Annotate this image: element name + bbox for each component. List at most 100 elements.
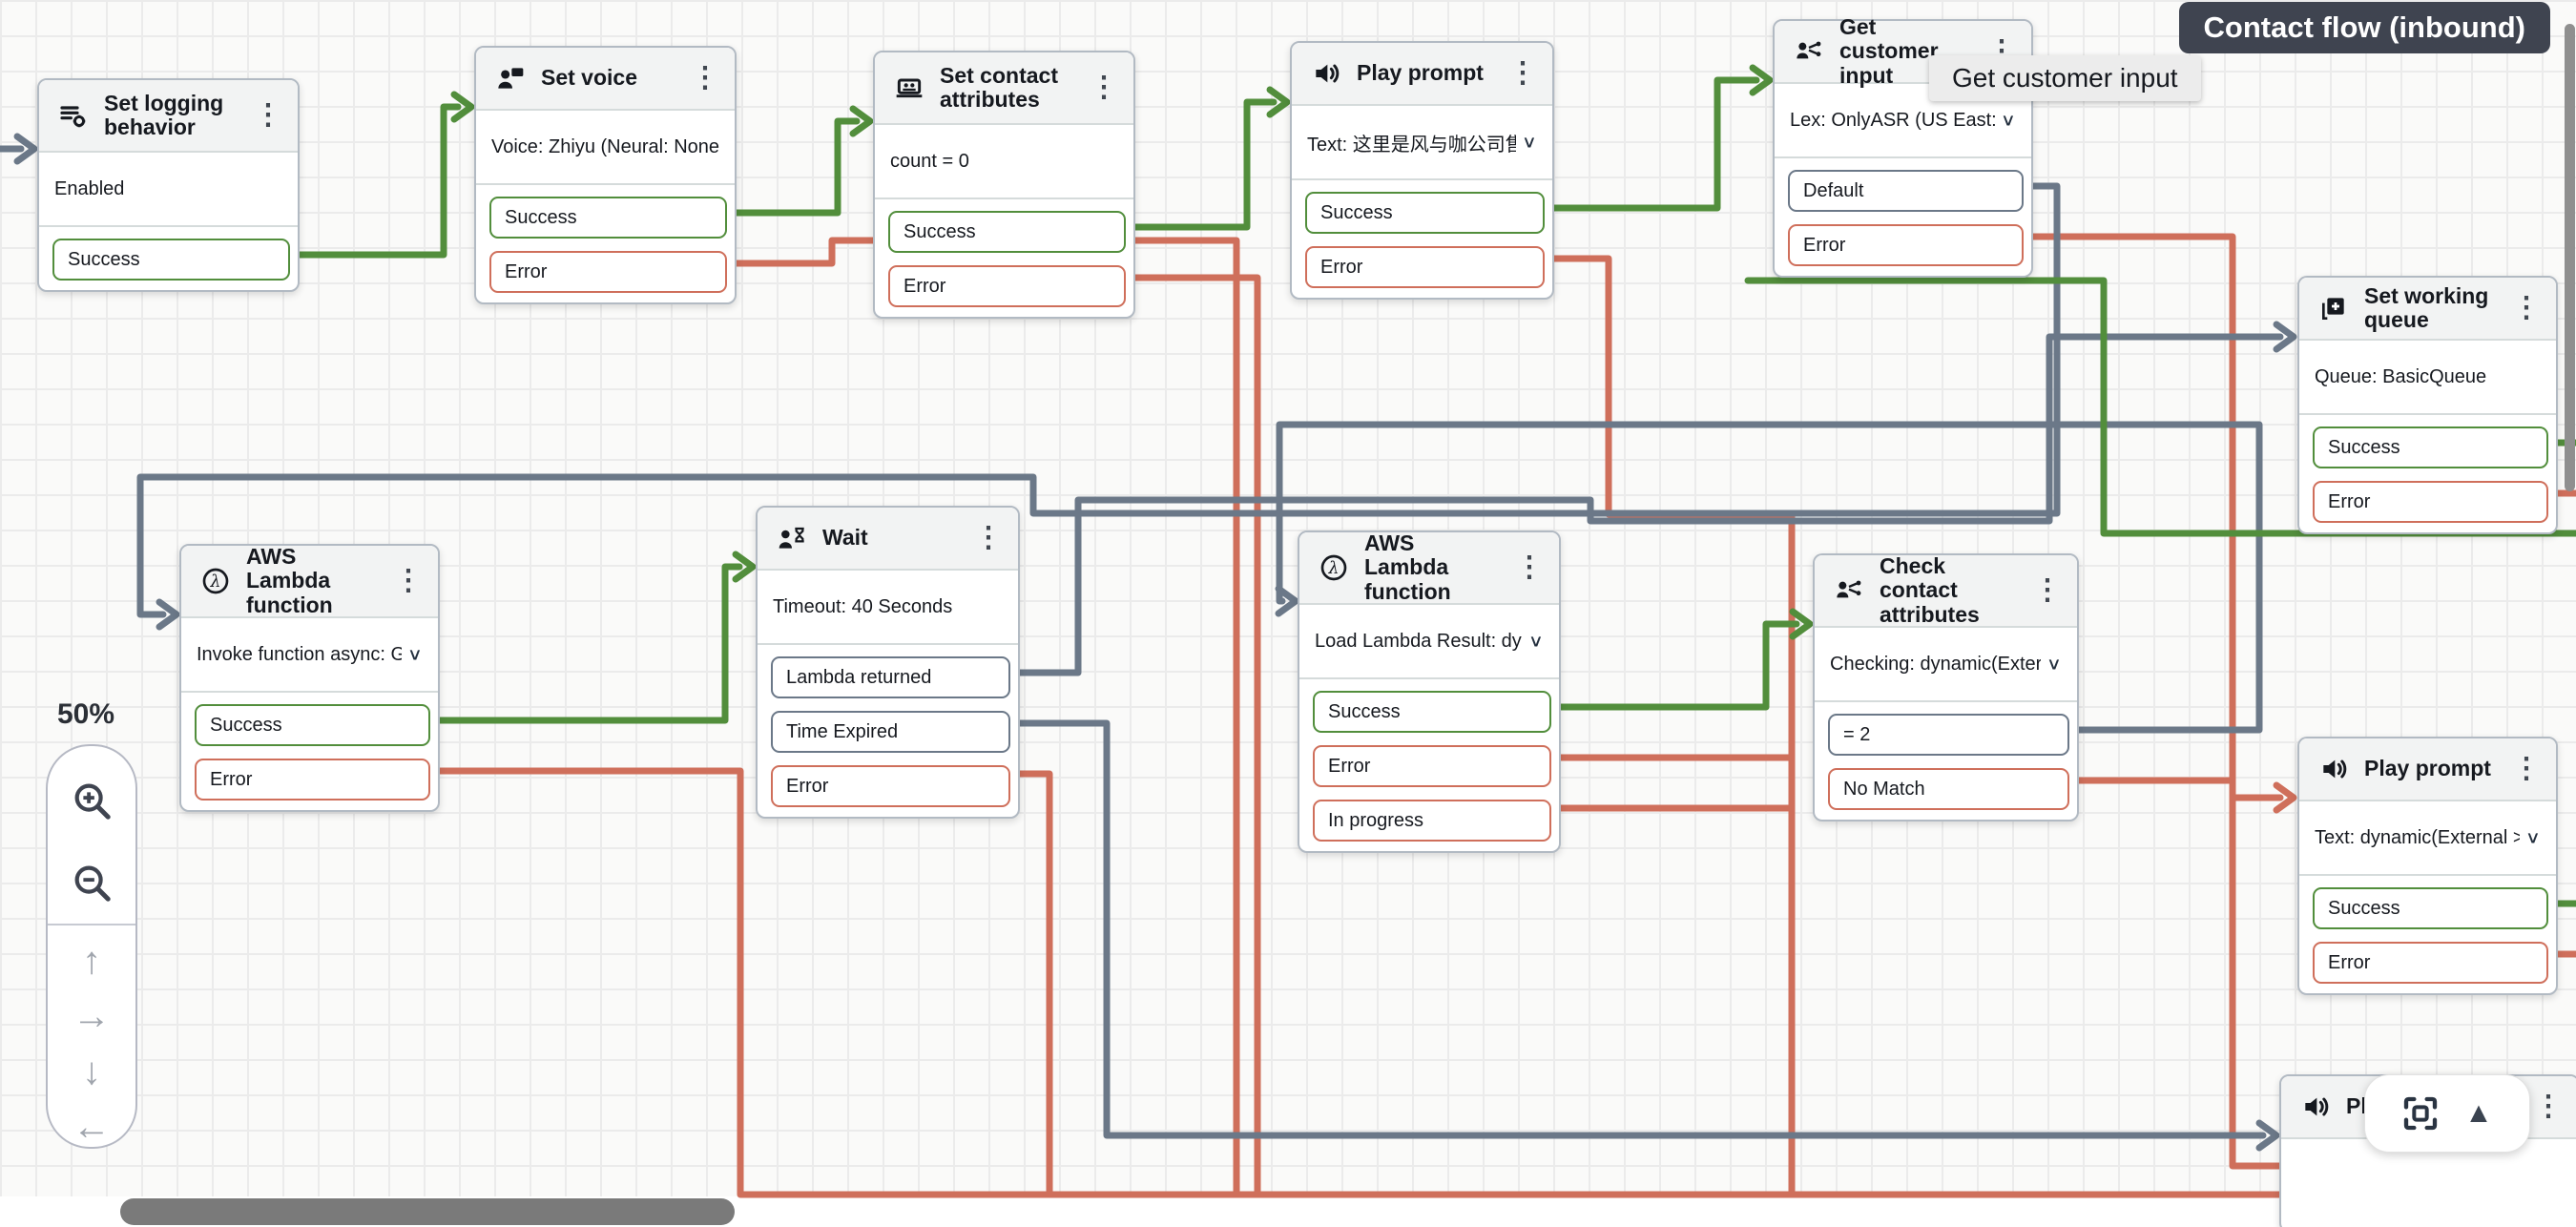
toolbar-divider (48, 924, 135, 925)
output-success[interactable]: Success (1305, 192, 1545, 234)
pan-down-button[interactable]: ↓ (82, 1044, 101, 1099)
node-parameter-row[interactable]: Text: 这里是风与咖公司售...∨ (1292, 106, 1552, 180)
node-title: Set voice (541, 65, 637, 91)
node-title: Play prompt (1357, 60, 1484, 86)
pan-up-button[interactable]: ↑ (82, 933, 101, 988)
pan-left-button[interactable]: ← (73, 1099, 111, 1154)
chevron-down-icon[interactable]: ∨ (2046, 654, 2062, 674)
node-parameter-row[interactable]: Text: dynamic(External > ...∨ (2299, 801, 2556, 876)
node-header[interactable]: λ AWS Lambda function ⋮ (1299, 530, 1559, 605)
chevron-down-icon[interactable]: ∨ (406, 644, 423, 664)
node-play-prompt-1[interactable]: Play prompt ⋮ Text: 这里是风与咖公司售...∨ SuccessEr… (1290, 41, 1554, 300)
node-parameter-text: Text: 这里是风与咖公司售... (1307, 134, 1516, 156)
kebab-menu-icon[interactable]: ⋮ (691, 62, 719, 94)
node-parameter-row[interactable]: Checking: dynamic(Extern...∨ (1815, 628, 2077, 702)
kebab-menu-icon[interactable]: ⋮ (254, 99, 282, 131)
output-success[interactable]: Success (489, 197, 727, 239)
speaker-icon (1307, 58, 1345, 89)
chevron-down-icon[interactable]: ∨ (2000, 110, 2016, 130)
output-lambda-returned[interactable]: Lambda returned (771, 656, 1010, 698)
node-parameter-text: Enabled (54, 177, 125, 199)
node-parameter-row: Voice: Zhiyu (Neural: None) (476, 111, 735, 185)
node-parameter-row: count = 0 (875, 125, 1133, 199)
output-success[interactable]: Success (2313, 426, 2548, 468)
output-in-progress[interactable]: In progress (1313, 800, 1551, 842)
node-play-prompt-2[interactable]: Play prompt⋮Text: dynamic(External > ...… (2297, 737, 2558, 995)
output-time-expired[interactable]: Time Expired (771, 711, 1010, 753)
vertical-scrollbar[interactable] (2565, 24, 2575, 491)
chevron-down-icon[interactable]: ∨ (2524, 827, 2541, 847)
node-header[interactable]: Set logging behavior⋮ (39, 80, 298, 153)
node-header[interactable]: Set working queue ⋮ (2299, 278, 2556, 341)
node-header[interactable]: Wait⋮ (758, 508, 1018, 571)
output-success[interactable]: Success (888, 211, 1126, 253)
output-error[interactable]: Error (1305, 246, 1545, 288)
output-error[interactable]: Error (2313, 942, 2548, 984)
output-error[interactable]: Error (2313, 481, 2548, 523)
node-get-customer-input[interactable]: Get customer input⋮Lex: OnlyASR (US East… (1773, 14, 2033, 278)
kebab-menu-icon[interactable]: ⋮ (2033, 574, 2062, 606)
kebab-menu-icon[interactable]: ⋮ (1090, 72, 1118, 103)
connector-error-5 (724, 237, 1240, 1198)
node-header[interactable]: Set voice ⋮ (476, 48, 735, 111)
output--2[interactable]: = 2 (1828, 714, 2069, 756)
node-parameter-row: Timeout: 40 Seconds (758, 571, 1018, 645)
node-check-contact-attributes[interactable]: Check contact attributes⋮Checking: dynam… (1813, 553, 2079, 821)
kebab-menu-icon[interactable]: ⋮ (1515, 551, 1544, 583)
voice-icon (491, 63, 530, 94)
connector-arrowhead-icon (1789, 608, 1814, 640)
output-error[interactable]: Error (1788, 224, 2024, 266)
output-error[interactable]: Error (489, 251, 727, 293)
output-error[interactable]: Error (888, 265, 1126, 307)
node-title: Get customer input (1839, 14, 1939, 88)
connector-error-14 (1008, 770, 1053, 1198)
node-parameter-row[interactable]: Load Lambda Result: dyn...∨ (1299, 605, 1559, 679)
node-title: Set working queue (2364, 282, 2489, 332)
node-aws-lambda-function-2[interactable]: λ AWS Lambda function ⋮ Load Lambda Result:… (1298, 530, 1561, 853)
node-header[interactable]: Play prompt ⋮ (1292, 43, 1552, 106)
arrow-right-icon: → (73, 995, 111, 1037)
output-default[interactable]: Default (1788, 170, 2024, 212)
node-header[interactable]: Check contact attributes⋮ (1815, 553, 2077, 628)
lambda-icon: λ (1315, 552, 1353, 583)
node-title: AWS Lambda function (1364, 530, 1451, 604)
node-set-voice[interactable]: Set voice ⋮ Voice: Zhiyu (Neural: None) Suc… (474, 46, 737, 304)
kebab-menu-icon[interactable]: ⋮ (394, 565, 423, 596)
pan-right-button[interactable]: → (73, 988, 111, 1044)
zoom-level-label: 50% (57, 698, 115, 730)
output-no-match[interactable]: No Match (1828, 768, 2069, 810)
kebab-menu-icon[interactable]: ⋮ (2512, 753, 2541, 784)
output-error[interactable]: Error (1313, 745, 1551, 787)
kebab-menu-icon[interactable]: ⋮ (2512, 292, 2541, 323)
node-title: Set contact attributes (940, 62, 1058, 112)
kebab-menu-icon[interactable]: ⋮ (1508, 57, 1537, 89)
minimap-toggle-button[interactable]: ▲ (2464, 1097, 2493, 1129)
output-error[interactable]: Error (195, 759, 430, 801)
chevron-down-icon[interactable]: ∨ (1527, 631, 1544, 651)
kebab-menu-icon[interactable]: ⋮ (2534, 1091, 2563, 1122)
output-success[interactable]: Success (52, 239, 290, 281)
horizontal-scrollbar[interactable] (120, 1198, 735, 1225)
node-parameter-row[interactable]: Invoke function async: G...∨ (181, 618, 438, 693)
node-header[interactable]: Play prompt⋮ (2299, 738, 2556, 801)
tooltip: Get customer input (1929, 55, 2201, 101)
fit-to-screen-button[interactable] (2401, 1094, 2440, 1133)
node-parameter-row[interactable]: Lex: OnlyASR (US East: N...∨ (1775, 84, 2031, 158)
zoom-out-button[interactable] (70, 842, 114, 924)
node-header[interactable]: Set contact attributes ⋮ (875, 52, 1133, 125)
output-success[interactable]: Success (2313, 887, 2548, 929)
output-success[interactable]: Success (195, 704, 430, 746)
output-error[interactable]: Error (771, 765, 1010, 807)
kebab-menu-icon[interactable]: ⋮ (974, 522, 1003, 553)
wait-icon (773, 523, 811, 553)
output-success[interactable]: Success (1313, 691, 1551, 733)
zoom-in-button[interactable] (70, 759, 114, 842)
chevron-down-icon[interactable]: ∨ (1521, 132, 1537, 152)
